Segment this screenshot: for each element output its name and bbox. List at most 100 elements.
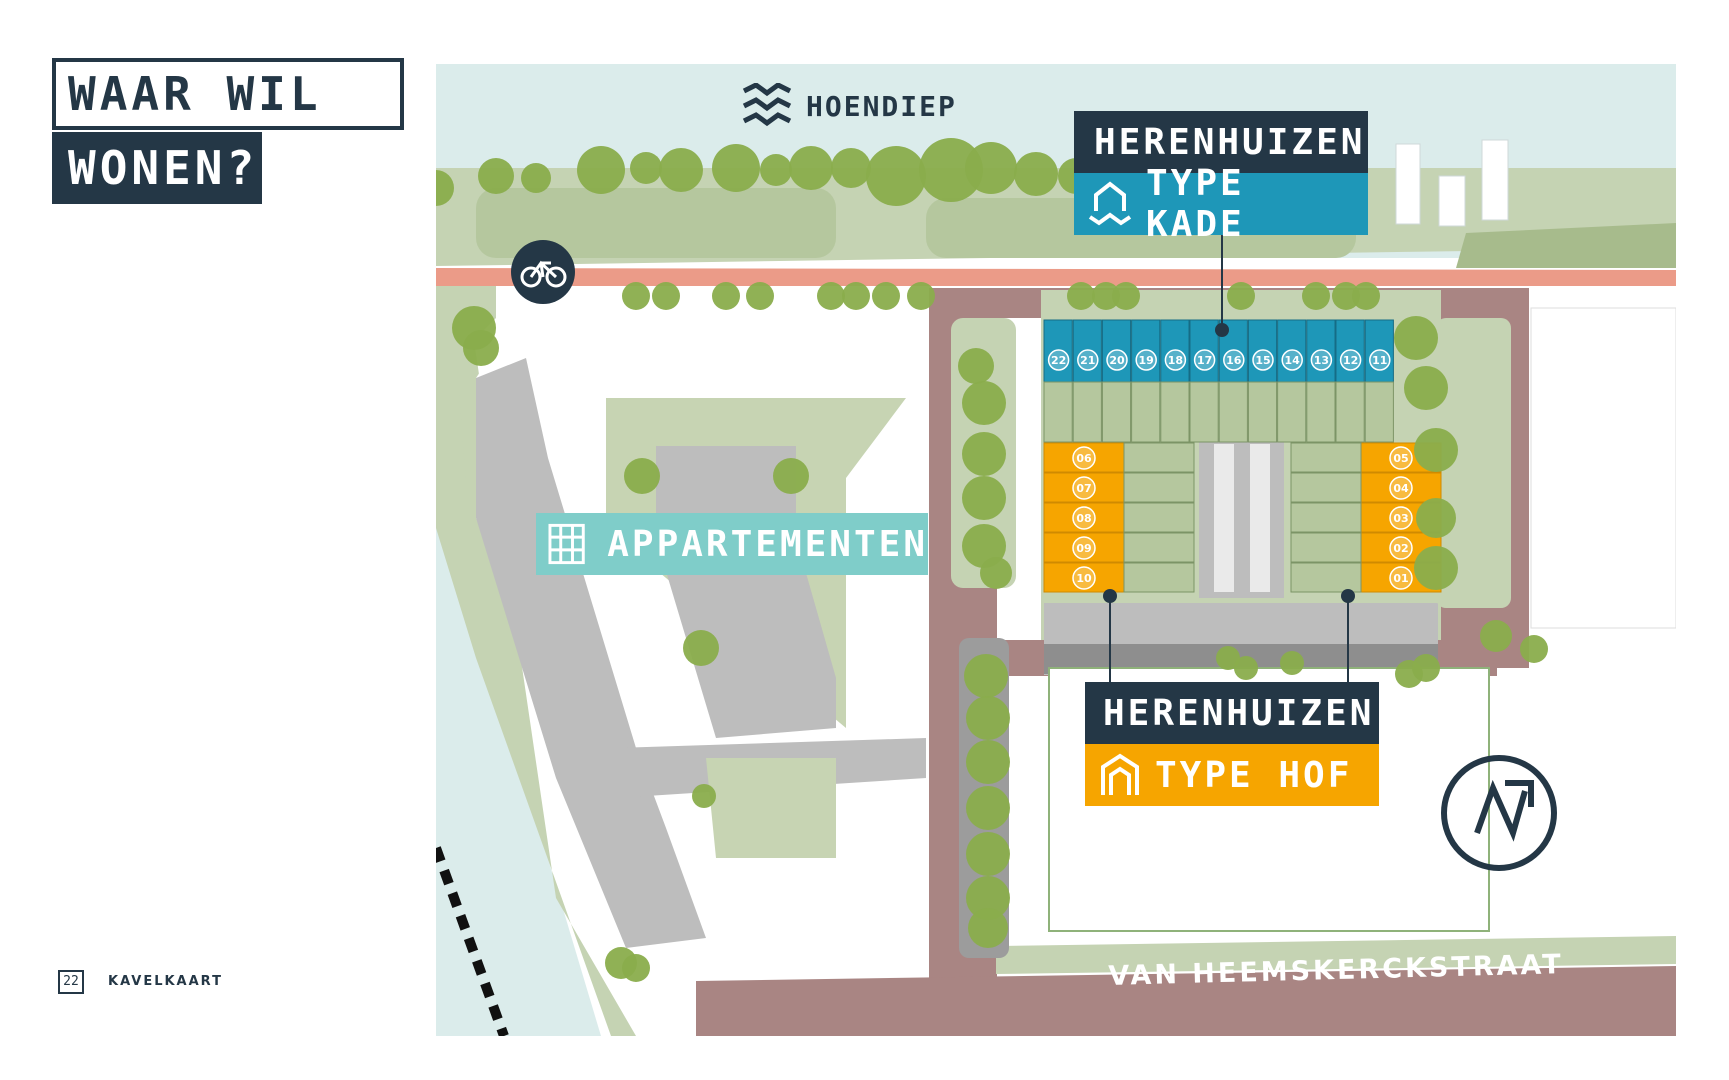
hof-lot-02[interactable]: 02 [1290, 532, 1442, 563]
tree [907, 282, 935, 310]
hof-lot-number: 09 [1076, 542, 1091, 555]
kade-lot-22[interactable]: 22 [1043, 319, 1073, 443]
tree [1280, 651, 1304, 675]
tree [624, 458, 660, 494]
kade-lot-badge [1164, 349, 1187, 371]
hof-lot-06[interactable]: 06 [1043, 442, 1195, 473]
hof-lot-number: 02 [1393, 542, 1408, 555]
tree [760, 154, 792, 186]
grid-apartment-icon [548, 523, 585, 565]
tree [966, 740, 1010, 784]
bicycle-icon [511, 240, 575, 304]
kade-lot-17[interactable]: 17 [1189, 319, 1219, 443]
kade-lot-11[interactable]: 11 [1364, 319, 1394, 443]
building-outline [1481, 139, 1509, 221]
building-outline [1438, 175, 1466, 227]
kade-lot-19[interactable]: 19 [1131, 319, 1161, 443]
north-arrow-icon [1441, 755, 1557, 871]
kade-lot-12[interactable]: 12 [1335, 319, 1365, 443]
tree [1352, 282, 1380, 310]
kade-lot-16[interactable]: 16 [1218, 319, 1248, 443]
tree [789, 146, 833, 190]
kade-lot-number: 21 [1080, 354, 1095, 367]
tree [966, 786, 1010, 830]
tree [773, 458, 809, 494]
kade-lot-number: 14 [1285, 354, 1301, 367]
hof-lot-07[interactable]: 07 [1043, 472, 1195, 503]
kade-lot-badge [1077, 349, 1099, 371]
tree [746, 282, 774, 310]
hof-connector-dot-right [1341, 589, 1355, 603]
kade-lot-number: 17 [1197, 354, 1212, 367]
kade-lot-number: 11 [1372, 354, 1387, 367]
kade-lot-badge [1339, 349, 1362, 371]
tree [1414, 546, 1458, 590]
tree [1480, 620, 1512, 652]
tree [1394, 316, 1438, 360]
tree [712, 282, 740, 310]
tree [683, 630, 719, 666]
kade-lot-18[interactable]: 18 [1160, 319, 1190, 443]
hof-connector-dot-left [1103, 589, 1117, 603]
apartment-courtyard-south [706, 758, 836, 858]
kade-type: TYPE KADE [1145, 163, 1245, 245]
kade-lot-20[interactable]: 20 [1101, 319, 1132, 443]
kade-lot-number: 12 [1343, 354, 1358, 367]
bike-path [436, 268, 1676, 286]
tree [1014, 152, 1058, 196]
tree [817, 282, 845, 310]
tree [962, 381, 1006, 425]
tree [1227, 282, 1255, 310]
central-parking-stripe [1250, 444, 1270, 592]
kade-lot-number: 22 [1051, 354, 1066, 367]
kade-connector-dot [1215, 323, 1229, 337]
kade-lot-13[interactable]: 13 [1306, 319, 1336, 443]
tree [968, 908, 1008, 948]
kade-lot-badge [1310, 349, 1333, 371]
kade-lot-badge [1106, 349, 1128, 371]
tree [478, 158, 514, 194]
tree [1414, 428, 1458, 472]
tree [958, 348, 994, 384]
kade-lot-14[interactable]: 14 [1277, 319, 1307, 443]
kade-lot-badge [1193, 349, 1216, 371]
tree [866, 146, 926, 206]
tree [1216, 646, 1240, 670]
hof-lot-09[interactable]: 09 [1043, 532, 1195, 563]
kade-lot-21[interactable]: 21 [1072, 319, 1102, 443]
tree [872, 282, 900, 310]
tree [831, 148, 871, 188]
hof-type: TYPE HOF [1155, 754, 1353, 796]
hof-lot-10[interactable]: 10 [1043, 562, 1195, 593]
tree [622, 954, 650, 982]
west-green-2 [436, 286, 496, 478]
hof-house-icon [1101, 753, 1139, 795]
hof-lot-number: 05 [1393, 452, 1408, 465]
road-heemskerck [696, 966, 1676, 1036]
kade-lot-badge [1281, 349, 1303, 371]
apartments-tag: APPARTEMENTEN [536, 513, 928, 575]
tree [630, 152, 662, 184]
tree [521, 163, 551, 193]
tree [1332, 282, 1360, 310]
kade-lot-badge [1135, 349, 1157, 371]
hoendiep-label: HOENDIEP [742, 83, 957, 129]
tree [577, 146, 625, 194]
east-green-lot [1436, 318, 1511, 608]
kade-lot-15[interactable]: 15 [1247, 319, 1278, 443]
tree [1412, 654, 1440, 682]
apartments-label: APPARTEMENTEN [607, 523, 928, 565]
hof-lot-08[interactable]: 08 [1043, 502, 1195, 533]
hof-lot-number: 04 [1393, 482, 1409, 495]
tree [436, 170, 454, 206]
hof-lot-number: 08 [1076, 512, 1091, 525]
tree [1112, 282, 1140, 310]
page-title-line-2: WONEN? [52, 132, 262, 204]
tree [965, 142, 1017, 194]
kade-lot-badge [1223, 349, 1245, 371]
hof-lot-number: 10 [1076, 572, 1092, 585]
hof-type-tag: TYPE HOF [1085, 744, 1379, 806]
hof-lot-04[interactable]: 04 [1290, 472, 1442, 503]
